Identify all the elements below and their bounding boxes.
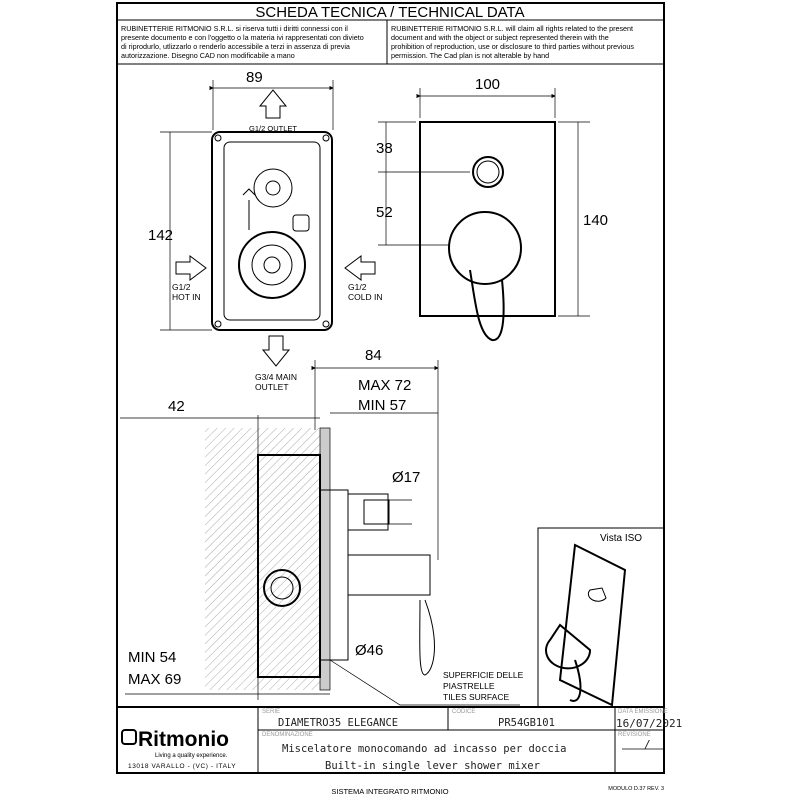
svg-text:TILES SURFACE: TILES SURFACE bbox=[443, 692, 509, 702]
svg-text:G3/4 MAIN: G3/4 MAIN bbox=[255, 372, 297, 382]
description-it: Miscelatore monocomando ad incasso per d… bbox=[282, 743, 566, 755]
svg-text:100: 100 bbox=[475, 76, 500, 93]
svg-text:G1/2: G1/2 bbox=[348, 282, 367, 292]
svg-text:CODICE: CODICE bbox=[452, 709, 475, 715]
svg-text:COLD IN: COLD IN bbox=[348, 292, 382, 302]
svg-text:PIASTRELLE: PIASTRELLE bbox=[443, 681, 495, 691]
svg-text:SERIE: SERIE bbox=[262, 709, 280, 715]
svg-text:MAX 72: MAX 72 bbox=[358, 377, 411, 394]
brand-name: Ritmonio bbox=[138, 728, 229, 751]
svg-text:RUBINETTERIE RITMONIO S.R.L. s: RUBINETTERIE RITMONIO S.R.L. si riserva … bbox=[121, 24, 348, 33]
svg-text:13018 VARALLO - (VC) - ITALY: 13018 VARALLO - (VC) - ITALY bbox=[128, 763, 236, 770]
arrow-up-icon bbox=[258, 89, 288, 119]
footer-system: SISTEMA INTEGRATO RITMONIO bbox=[331, 787, 448, 796]
svg-text:Ø17: Ø17 bbox=[392, 469, 420, 486]
svg-text:OUTLET: OUTLET bbox=[255, 382, 289, 392]
svg-text:42: 42 bbox=[168, 398, 185, 415]
svg-text:HOT IN: HOT IN bbox=[172, 292, 201, 302]
serie-value: DIAMETRO35 ELEGANCE bbox=[278, 717, 398, 729]
description-en: Built-in single lever shower mixer bbox=[325, 760, 540, 772]
front-view: 89 142 G1/2 OUTLET G1/2 HOT IN G1/2 COLD… bbox=[148, 69, 382, 392]
svg-text:SUPERFICIE DELLE: SUPERFICIE DELLE bbox=[443, 670, 524, 680]
svg-text:document and with the object o: document and with the object or subject … bbox=[391, 33, 609, 42]
dim-width-89: 89 bbox=[246, 69, 263, 86]
svg-text:G1/2 OUTLET: G1/2 OUTLET bbox=[249, 124, 297, 133]
arrow-left-icon bbox=[344, 255, 376, 281]
svg-text:presente documento e con l'ogg: presente documento e con l'oggetto o la … bbox=[121, 33, 364, 42]
footer-module: MODULO D.37 REV. 3 bbox=[608, 786, 664, 792]
sheet-title: SCHEDA TECNICA / TECHNICAL DATA bbox=[255, 4, 524, 21]
arrow-right-icon bbox=[175, 255, 207, 281]
section-view: 84 MAX 72 MIN 57 42 Ø17 Ø46 MIN 54 MAX 6… bbox=[120, 347, 524, 706]
lever bbox=[469, 269, 505, 341]
iso-view: Vista ISO bbox=[537, 527, 664, 707]
svg-text:autorizzazione. Disegno CAD no: autorizzazione. Disegno CAD non modifica… bbox=[121, 51, 295, 60]
notice-en: RUBINETTERIE RITMONIO S.R.L. will claim … bbox=[391, 24, 634, 60]
svg-text:DENOMINAZIONE: DENOMINAZIONE bbox=[262, 732, 313, 738]
svg-text:Ø46: Ø46 bbox=[355, 642, 383, 659]
svg-text:di riprodurlo, utlizzarlo o re: di riprodurlo, utlizzarlo o renderlo acc… bbox=[121, 42, 350, 51]
arrow-down-icon bbox=[261, 335, 291, 367]
svg-text:REVISIONE: REVISIONE bbox=[618, 732, 651, 738]
title-block: Ritmonio Living a quality experience. 13… bbox=[117, 706, 682, 773]
thermostat-icon bbox=[242, 188, 256, 230]
code-value: PR54GB101 bbox=[498, 717, 555, 729]
svg-text:140: 140 bbox=[583, 212, 608, 229]
notice-it: RUBINETTERIE RITMONIO S.R.L. si riserva … bbox=[121, 24, 364, 60]
svg-text:MIN 54: MIN 54 bbox=[128, 649, 176, 666]
svg-text:RUBINETTERIE RITMONIO S.R.L. w: RUBINETTERIE RITMONIO S.R.L. will claim … bbox=[391, 24, 633, 33]
ritmonio-logo-icon bbox=[121, 729, 137, 745]
date-value: 16/07/2021 bbox=[616, 717, 682, 730]
revision-value: / bbox=[644, 738, 651, 751]
svg-text:52: 52 bbox=[376, 204, 393, 221]
svg-text:38: 38 bbox=[376, 140, 393, 157]
svg-text:MAX 69: MAX 69 bbox=[128, 671, 181, 688]
svg-text:84: 84 bbox=[365, 347, 382, 364]
dim-height-142: 142 bbox=[148, 227, 173, 244]
svg-text:MIN 57: MIN 57 bbox=[358, 397, 406, 414]
svg-text:DATA EMISSIONE: DATA EMISSIONE bbox=[618, 709, 668, 715]
svg-text:permission. The Cad plan is n: permission. The Cad plan is not alterabl… bbox=[391, 51, 549, 60]
svg-text:Vista ISO: Vista ISO bbox=[600, 533, 642, 544]
svg-text:prohibition of reproduction,: prohibition of reproduction, use or disc… bbox=[391, 42, 634, 51]
logo-mark-icon bbox=[292, 214, 310, 232]
sheet-frame bbox=[116, 2, 665, 774]
plate-view: 100 140 38 52 bbox=[376, 76, 608, 341]
svg-text:Living a quality experience.: Living a quality experience. bbox=[155, 753, 228, 759]
svg-text:G1/2: G1/2 bbox=[172, 282, 191, 292]
